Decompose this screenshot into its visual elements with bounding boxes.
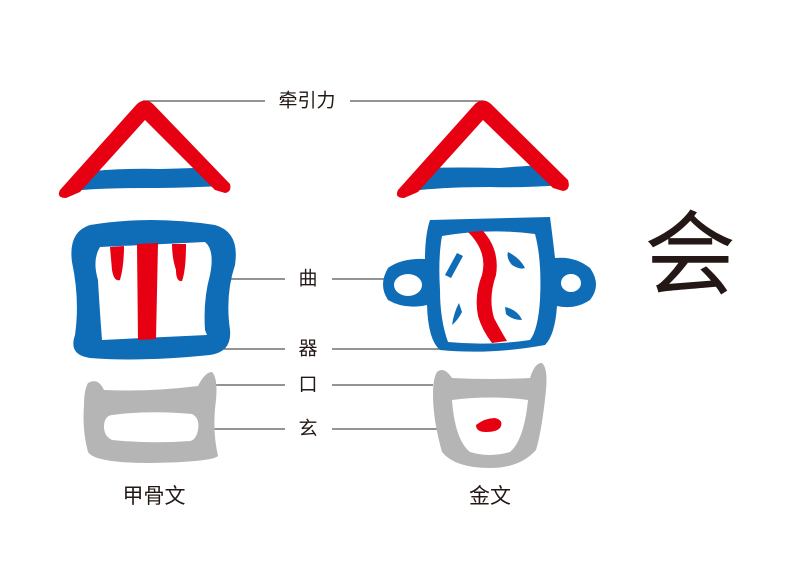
oracle-bone-vessel xyxy=(71,220,236,360)
label-curve: 曲 xyxy=(294,269,322,289)
label-xuan: 玄 xyxy=(294,419,322,439)
label-traction: 牵引力 xyxy=(274,91,340,111)
label-vessel: 器 xyxy=(294,339,322,359)
bronze-roof xyxy=(396,100,569,198)
caption-oracle-bone: 甲骨文 xyxy=(122,484,186,508)
caption-bronze: 金文 xyxy=(469,484,511,508)
modern-character: 会 xyxy=(643,202,737,309)
label-mouth: 口 xyxy=(294,375,322,395)
oracle-bone-mouth xyxy=(83,372,218,463)
bronze-mouth xyxy=(433,362,547,468)
bronze-vessel xyxy=(383,217,596,352)
oracle-bone-roof xyxy=(58,100,231,198)
